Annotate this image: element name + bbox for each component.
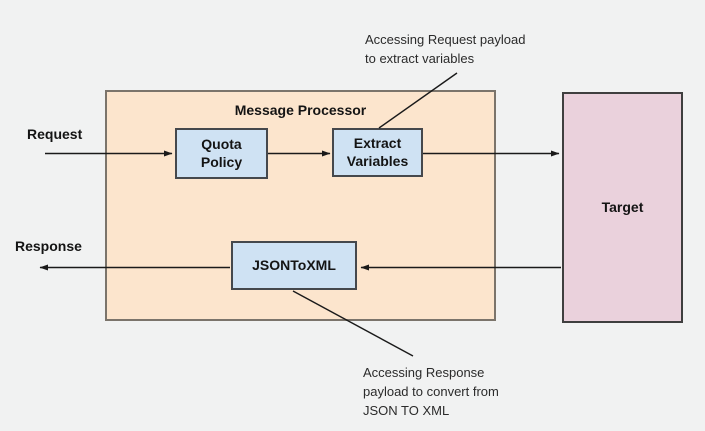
response-label: Response <box>15 238 82 254</box>
quota-policy-node-label: Quota Policy <box>200 136 243 170</box>
extract-variables-node-label: Extract Variables <box>346 135 409 169</box>
message-processor-title: Message Processor <box>234 102 367 118</box>
target-node: Target <box>562 92 683 323</box>
quota-policy-node: Quota Policy <box>175 128 268 179</box>
response-payload-annotation: Accessing Response payload to convert fr… <box>363 365 499 418</box>
request-label: Request <box>27 126 83 142</box>
json-to-xml-node-label: JSONToXML <box>252 256 336 273</box>
request-payload-annotation: Accessing Request payload to extract var… <box>365 32 526 66</box>
json-to-xml-node: JSONToXML <box>231 241 357 290</box>
target-node-label: Target <box>601 198 644 215</box>
extract-variables-node: Extract Variables <box>332 128 423 177</box>
